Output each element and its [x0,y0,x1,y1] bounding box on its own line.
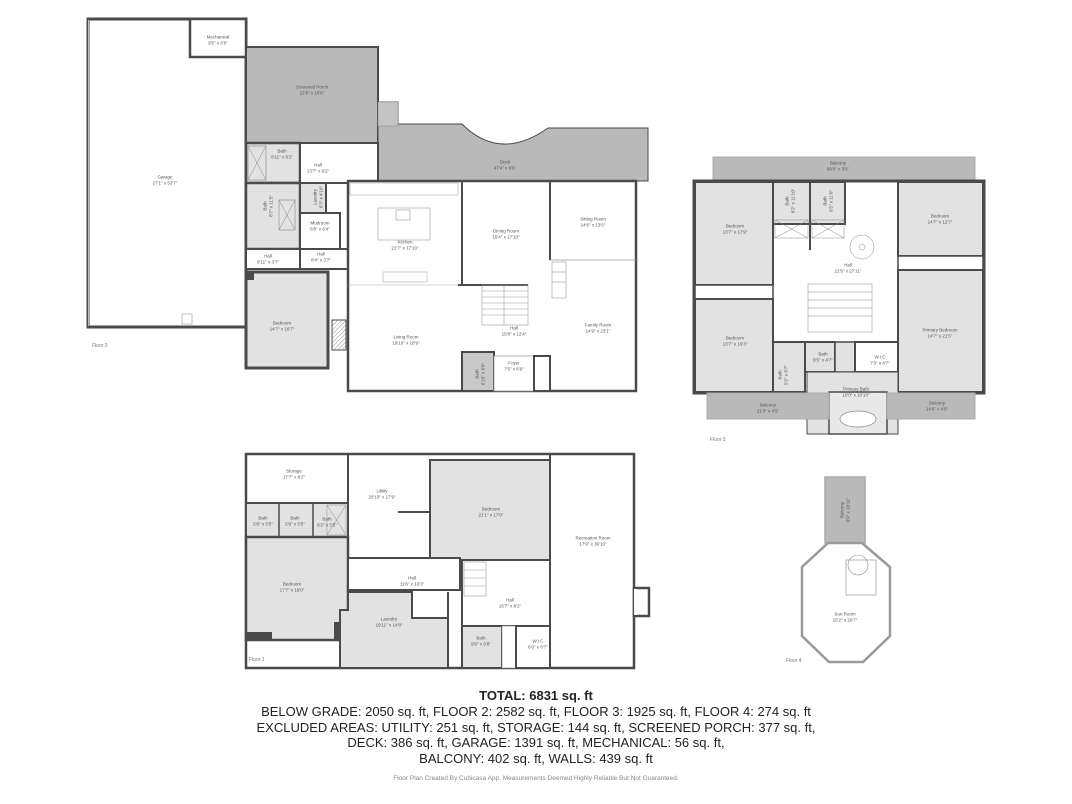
area-summary: TOTAL: 6831 sq. ft BELOW GRADE: 2050 sq.… [0,688,1072,782]
floor-1-plan: Floor 1 [244,452,651,670]
floor-2-label: Floor 2 [92,343,108,349]
total-area: TOTAL: 6831 sq. ft [479,688,593,703]
excluded-areas-1: EXCLUDED AREAS: UTILITY: 251 sq. ft, STO… [256,719,816,735]
floor-1-label: Floor 1 [249,657,265,663]
floor-4-label: Floor 4 [786,658,802,664]
floor-3-label: Floor 3 [710,437,726,443]
floor-2-plan: Floor 2 [86,17,649,393]
floor-areas: BELOW GRADE: 2050 sq. ft, FLOOR 2: 2582 … [261,704,811,719]
floor-4-plan: Floor 4 [786,476,892,664]
excluded-areas-3: BALCONY: 402 sq. ft, WALLS: 439 sq. ft [419,750,653,766]
floor-3-plan: Floor 3 [692,156,986,443]
excluded-areas-2: DECK: 386 sq. ft, GARAGE: 1391 sq. ft, M… [347,735,725,750]
credit-note: Floor Plan Created By Cubicasa App. Meas… [393,775,679,782]
floor-plan-drawing: Floor 2 Floor 3 [86,17,986,670]
